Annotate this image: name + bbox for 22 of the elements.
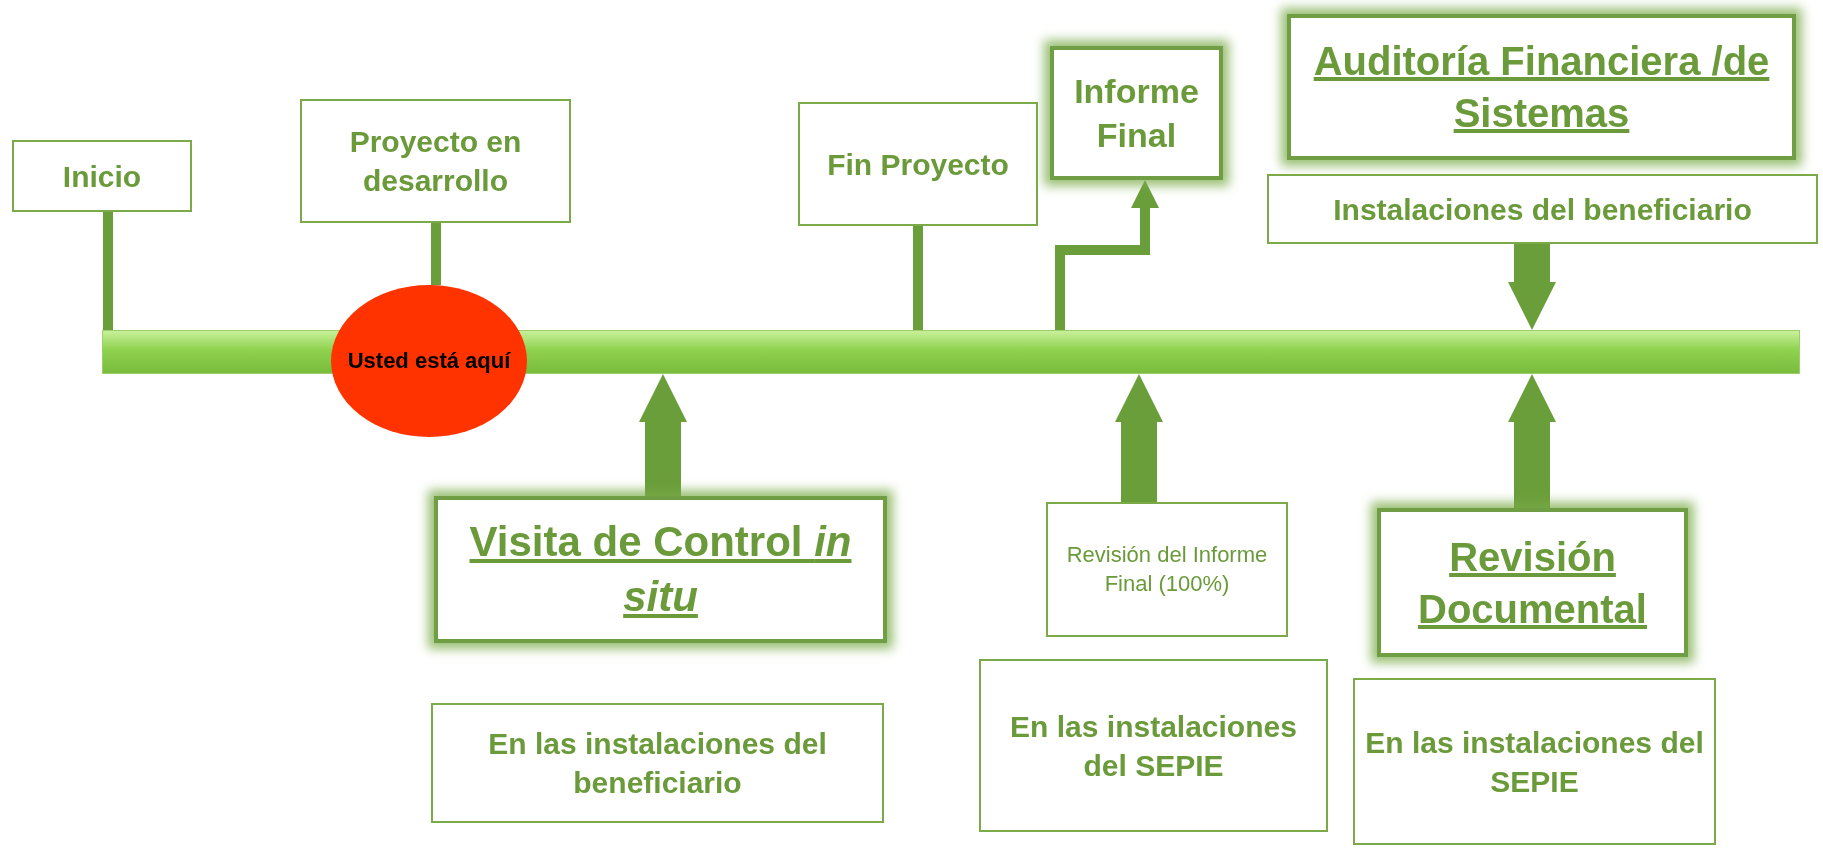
label-box: Fin Proyecto	[798, 102, 1038, 226]
connector-line	[913, 226, 923, 330]
label-box: En las instalaciones del SEPIE	[1353, 678, 1716, 845]
arrow	[1055, 180, 1159, 330]
label-box: Inicio	[12, 140, 192, 212]
milestone-box: Visita de Control in situ	[434, 496, 887, 643]
label-box: Proyecto en desarrollo	[300, 99, 571, 223]
arrow	[1508, 374, 1556, 508]
label-box: Revisión del Informe Final (100%)	[1046, 502, 1288, 637]
label-box: En las instalaciones del SEPIE	[979, 659, 1328, 832]
connector-line	[103, 212, 113, 330]
arrow	[1115, 374, 1163, 502]
milestone-box: Revisión Documental	[1377, 508, 1688, 657]
you-are-here-marker: Usted está aquí	[331, 285, 527, 437]
milestone-box: Auditoría Financiera /de Sistemas	[1287, 14, 1796, 160]
label-box: En las instalaciones del beneficiario	[431, 703, 884, 823]
arrow	[1508, 244, 1556, 330]
connector-line	[431, 223, 441, 285]
arrow	[639, 374, 687, 496]
timeline-bar	[102, 330, 1800, 374]
milestone-box: Informe Final	[1050, 46, 1223, 180]
label-box: Instalaciones del beneficiario	[1267, 174, 1818, 244]
